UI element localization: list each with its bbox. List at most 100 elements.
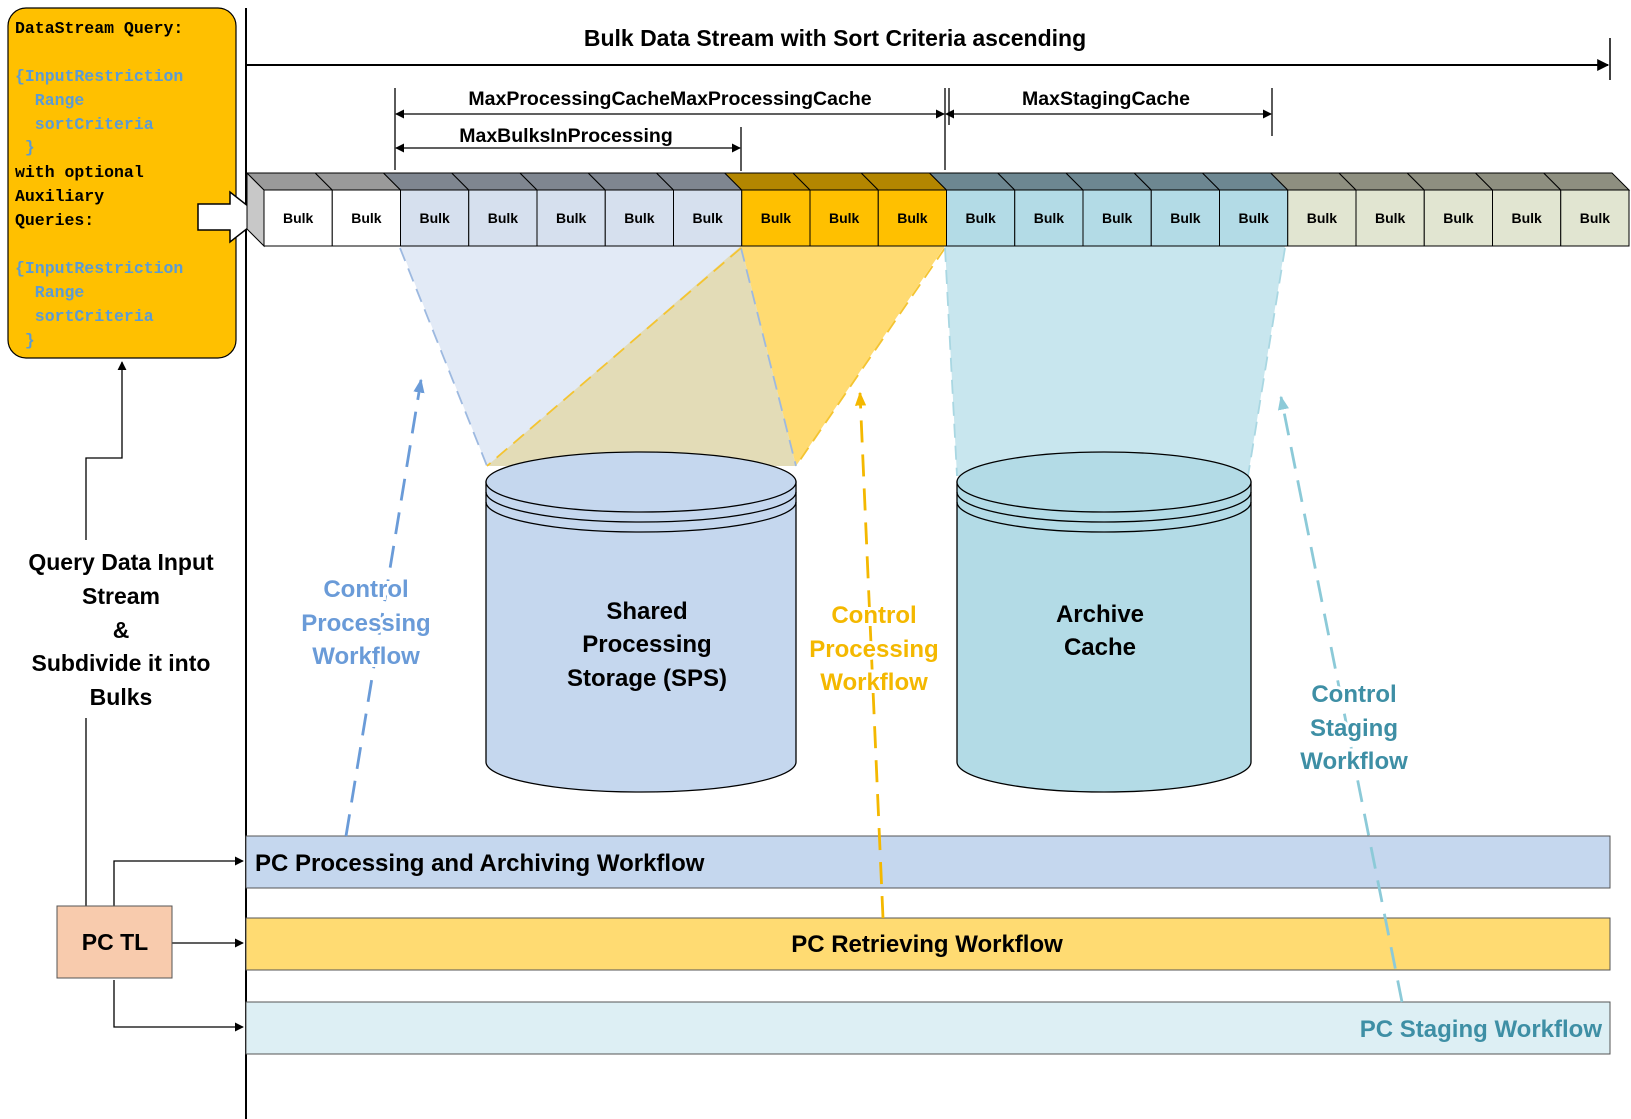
left-description-label: &	[113, 617, 130, 643]
retrieving-cone	[741, 246, 945, 466]
query-connector	[85, 361, 127, 540]
left-description-label: Query Data Input	[28, 549, 214, 575]
bulk-cell[interactable]	[1560, 189, 1630, 247]
control-staging-arrow	[1277, 395, 1404, 1003]
sps-label: Processing	[582, 631, 711, 658]
control-retrieving-label: Control	[831, 602, 916, 629]
control-processing-arrow	[344, 378, 425, 837]
bulk-label: Bulk	[1034, 210, 1065, 226]
bulk-label: Bulk	[829, 210, 860, 226]
bulk-label: Bulk	[761, 210, 792, 226]
bulk-label: Bulk	[1238, 210, 1269, 226]
bulk-label: Bulk	[283, 210, 314, 226]
query-code-line: {InputRestriction	[15, 67, 183, 86]
pc-tl-box[interactable]	[56, 905, 173, 979]
cone-edge	[486, 247, 742, 467]
bulk-label: Bulk	[965, 210, 996, 226]
bulk-cell[interactable]	[1219, 189, 1289, 247]
query-text-line: Auxiliary	[15, 187, 104, 206]
bulk-cell[interactable]	[400, 189, 470, 247]
archive-cache-cylinder	[956, 451, 1252, 793]
bulk-label: Bulk	[556, 210, 587, 226]
bulk-cell[interactable]	[1492, 189, 1562, 247]
bulk-label: Bulk	[1102, 210, 1133, 226]
bulk-label: Bulk	[624, 210, 655, 226]
retrieving-workflow-label: PC Retrieving Workflow	[791, 931, 1063, 958]
bulk-label: Bulk	[692, 210, 723, 226]
bulk-cell[interactable]	[468, 189, 538, 247]
input-arrow-icon	[197, 190, 264, 244]
bulk-cell[interactable]	[877, 189, 947, 247]
archive-cache-label: Archive	[1056, 601, 1144, 628]
staging-workflow-label: PC Staging Workflow	[1360, 1016, 1603, 1043]
query-code-line: sortCriteria	[15, 115, 154, 134]
bulk-cell[interactable]	[673, 189, 743, 247]
left-description-label: Stream	[82, 583, 160, 609]
cone-edge	[399, 247, 488, 467]
query-code-line: }	[15, 331, 35, 350]
staging-cone	[945, 246, 1285, 476]
bulk-cell[interactable]	[1150, 189, 1220, 247]
bulk-cell[interactable]	[263, 189, 333, 247]
bulk-cell[interactable]	[536, 189, 606, 247]
left-description-label: Subdivide it into	[32, 650, 211, 676]
bulk-cell[interactable]	[946, 189, 1016, 247]
query-code-line: }	[15, 138, 35, 157]
bulk-label: Bulk	[1580, 210, 1611, 226]
query-box	[7, 7, 237, 359]
bulk-label: Bulk	[1511, 210, 1542, 226]
sps-label: Shared	[606, 598, 687, 625]
bulk-cell[interactable]	[1423, 189, 1493, 247]
archive-cache-label: Cache	[1064, 634, 1136, 661]
diagram-title: Bulk Data Stream with Sort Criteria asce…	[584, 25, 1086, 51]
control-retrieving-label: Workflow	[820, 669, 928, 696]
cone-edge	[1247, 247, 1286, 477]
control-staging-label: Control	[1311, 681, 1396, 708]
query-text-line: with optional	[15, 163, 144, 182]
control-retrieving-arrow	[854, 391, 885, 919]
bulk-label: Bulk	[1170, 210, 1201, 226]
cone-edge	[740, 247, 797, 467]
query-code-line: Range	[15, 283, 84, 302]
query-code-line: {InputRestriction	[15, 259, 183, 278]
bulk-label: Bulk	[897, 210, 928, 226]
control-processing-label: Control	[323, 576, 408, 603]
retrieving-workflow-band[interactable]	[245, 917, 1611, 971]
pc-tl-label: PC TL	[82, 929, 148, 955]
pctl-to-processing-connector	[113, 856, 244, 906]
sps-label: Storage (SPS)	[567, 665, 727, 692]
control-staging-label: Staging	[1310, 715, 1398, 742]
control-staging-label: Workflow	[1300, 748, 1408, 775]
pctl-to-staging-connector	[113, 980, 244, 1032]
retrieving-to-sps-cone	[487, 246, 796, 466]
bulk-cell[interactable]	[1014, 189, 1084, 247]
max-processing-cache-label: MaxProcessingCacheMaxProcessingCache	[468, 88, 871, 110]
bulk-cell[interactable]	[331, 189, 401, 247]
shared-processing-storage-cylinder	[485, 451, 797, 793]
bulk-label: Bulk	[351, 210, 382, 226]
bulk-cell[interactable]	[1082, 189, 1152, 247]
query-code-line: sortCriteria	[15, 307, 154, 326]
left-description-label: Bulks	[90, 684, 153, 710]
cone-edge	[944, 247, 958, 477]
bulk-cell[interactable]	[741, 189, 811, 247]
control-processing-label: Processing	[301, 610, 430, 637]
bulk-label: Bulk	[488, 210, 519, 226]
bulk-label: Bulk	[419, 210, 450, 226]
control-retrieving-label: Processing	[809, 636, 938, 663]
query-heading: DataStream Query:	[15, 19, 183, 38]
bulk-cell[interactable]	[1287, 189, 1357, 247]
control-processing-label: Workflow	[312, 643, 420, 670]
processing-workflow-band[interactable]	[245, 835, 1611, 889]
bulk-label: Bulk	[1443, 210, 1474, 226]
max-staging-cache-label: MaxStagingCache	[1022, 88, 1190, 110]
bulk-cell[interactable]	[604, 189, 674, 247]
staging-workflow-band[interactable]	[245, 1001, 1611, 1055]
bulk-strip: Bulk Bulk Bulk Bulk Bulk Bulk Bulk Bulk Bulk Bulk…	[245, 171, 1631, 248]
bulk-label: Bulk	[1375, 210, 1406, 226]
query-code-line: Range	[15, 91, 84, 110]
bulk-cell[interactable]	[809, 189, 879, 247]
cone-edge	[795, 247, 946, 467]
processing-workflow-label: PC Processing and Archiving Workflow	[255, 850, 705, 877]
